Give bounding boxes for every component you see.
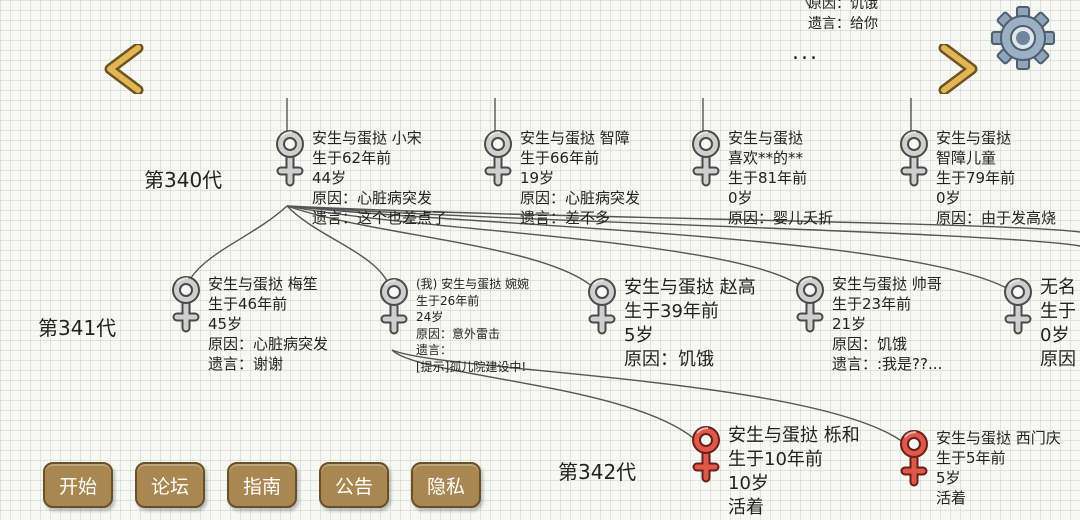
start-button[interactable]: 开始 [43, 462, 113, 508]
person-born: 生于10年前 [728, 449, 823, 470]
person-born: 生于5年前 [936, 449, 1006, 467]
partial-node-last-words: 遗言：给你 [808, 16, 878, 32]
settings-button[interactable] [990, 5, 1056, 71]
notice-button[interactable]: 公告 [319, 462, 389, 508]
guide-button[interactable]: 指南 [227, 462, 297, 508]
person-age: 19岁 [520, 169, 555, 187]
person-age: 0岁 [936, 189, 961, 207]
person-last-words: 遗言：:我是??... [832, 355, 943, 373]
female-symbol-icon [1000, 276, 1036, 338]
person-age: 0岁 [1040, 325, 1070, 346]
chevron-left-icon [104, 42, 144, 96]
person-age: 5岁 [624, 325, 654, 346]
generation-label-340: 第340代 [144, 168, 223, 192]
partial-node-reason: 原因：饥饿 [808, 0, 878, 12]
person-last-words: 遗言：差不多 [520, 209, 611, 227]
generation-label-341: 第341代 [38, 316, 117, 340]
person-name: 安生与蛋挞 智障 [520, 129, 630, 147]
person-born: 生于 [1040, 301, 1076, 322]
female-symbol-icon [376, 276, 412, 338]
person-born: 生于39年前 [624, 301, 719, 322]
person-name: 安生与蛋挞 西门庆 [936, 429, 1061, 447]
person-name: 安生与蛋挞 栎和 [728, 425, 860, 446]
person-name: 无名 [1040, 277, 1076, 298]
person-age: 10岁 [728, 473, 769, 494]
female-symbol-icon [480, 128, 516, 190]
female-symbol-icon [896, 128, 932, 190]
person-last-words: 遗言：谢谢 [208, 355, 284, 373]
person-age: 24岁 [416, 310, 444, 324]
person-born: 生于26年前 [416, 293, 480, 308]
person-last-words: 遗言：这个也差点了 [312, 209, 448, 227]
privacy-button[interactable]: 隐私 [411, 462, 481, 508]
person-age: 21岁 [832, 315, 867, 333]
female-symbol-icon [168, 274, 204, 336]
person-death-reason: 原因：由于发高烧 [936, 209, 1057, 227]
person-status: 活着 [936, 489, 967, 507]
person-born: 生于81年前 [728, 169, 808, 187]
person-name-line2: 喜欢**的** [728, 149, 804, 167]
person-last-words: 遗言： [416, 343, 453, 357]
person-name: 安生与蛋挞 [936, 129, 1012, 147]
person-age: 45岁 [208, 315, 243, 333]
person-name: (我) 安生与蛋挞 婉婉 [416, 277, 529, 291]
partial-node-top: 原因：饥饿 遗言：给你 [808, 0, 878, 34]
person-name-line2: 智障儿童 [936, 149, 997, 167]
person-death-reason: 原因：婴儿夭折 [728, 209, 834, 227]
next-page-button[interactable] [938, 42, 978, 96]
person-death-reason: 原因：饥饿 [832, 335, 908, 353]
generation-label-342: 第342代 [558, 460, 637, 484]
gear-icon [991, 6, 1055, 70]
person-name: 安生与蛋挞 赵高 [624, 277, 756, 298]
person-death-reason: 原因：心脏病突发 [208, 335, 329, 353]
person-born: 生于79年前 [936, 169, 1016, 187]
chevron-right-icon [938, 42, 978, 96]
person-name: 安生与蛋挞 小宋 [312, 129, 422, 147]
person-status: 活着 [728, 497, 764, 518]
person-age: 44岁 [312, 169, 347, 187]
female-symbol-icon [792, 274, 828, 336]
person-death-reason: 原因 [1040, 349, 1076, 370]
person-born: 生于46年前 [208, 295, 288, 313]
person-death-reason: 原因：意外雷击 [416, 326, 501, 341]
female-symbol-icon [896, 428, 932, 490]
person-age: 5岁 [936, 469, 961, 487]
female-symbol-icon [272, 128, 308, 190]
person-death-reason: 原因：心脏病突发 [520, 189, 641, 207]
female-symbol-icon [584, 276, 620, 338]
female-symbol-icon [688, 424, 724, 486]
person-death-reason: 原因：饥饿 [624, 349, 714, 370]
person-born: 生于62年前 [312, 149, 392, 167]
hint-text: [提示]孤儿院建设中! [416, 359, 527, 374]
female-symbol-icon [688, 128, 724, 190]
person-name: 安生与蛋挞 梅笙 [208, 275, 318, 293]
person-name: 安生与蛋挞 [728, 129, 804, 147]
person-born: 生于66年前 [520, 149, 600, 167]
person-name: 安生与蛋挞 帅哥 [832, 275, 942, 293]
forum-button[interactable]: 论坛 [135, 462, 205, 508]
ellipsis: ... [792, 40, 819, 65]
prev-page-button[interactable] [104, 42, 144, 96]
person-age: 0岁 [728, 189, 753, 207]
person-death-reason: 原因：心脏病突发 [312, 189, 433, 207]
person-born: 生于23年前 [832, 295, 912, 313]
